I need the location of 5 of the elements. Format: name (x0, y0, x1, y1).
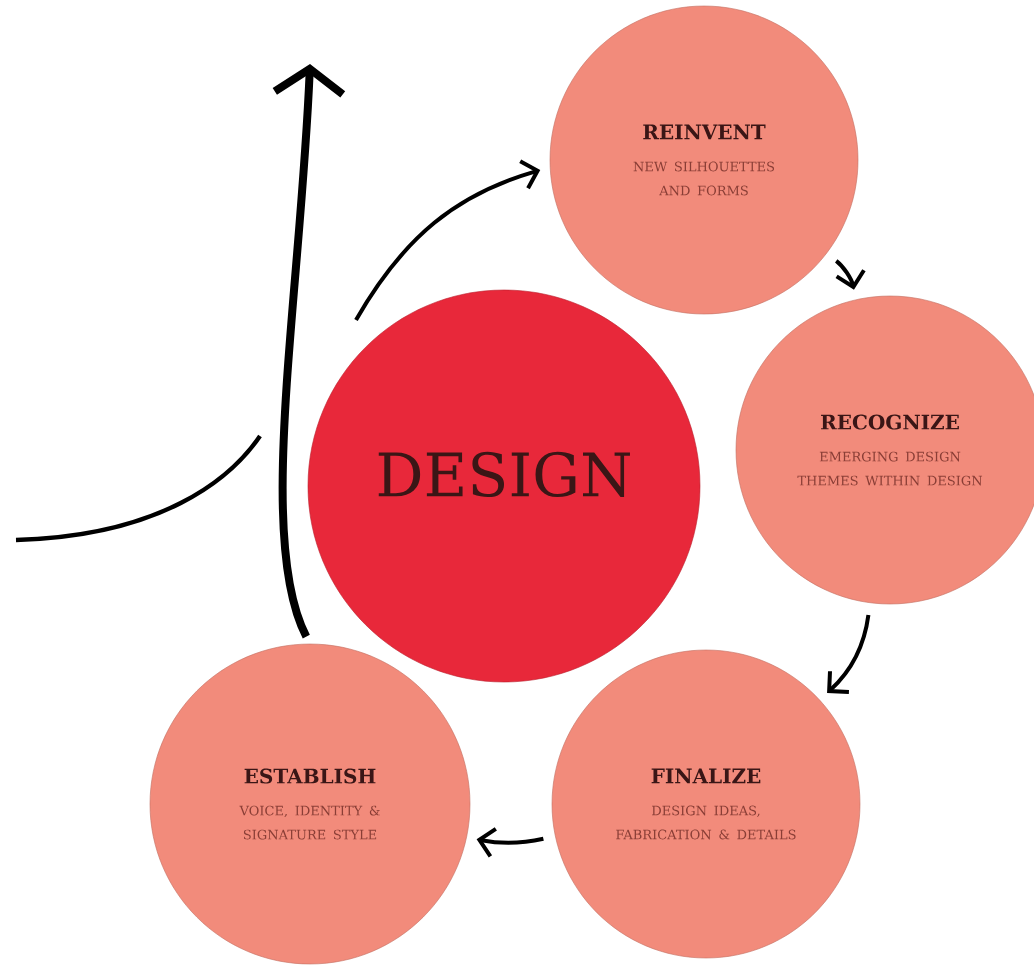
arrow (476, 827, 544, 858)
arrow (834, 259, 866, 290)
arrow (827, 614, 871, 694)
growth-arrow (272, 64, 346, 639)
arrow (354, 159, 541, 322)
